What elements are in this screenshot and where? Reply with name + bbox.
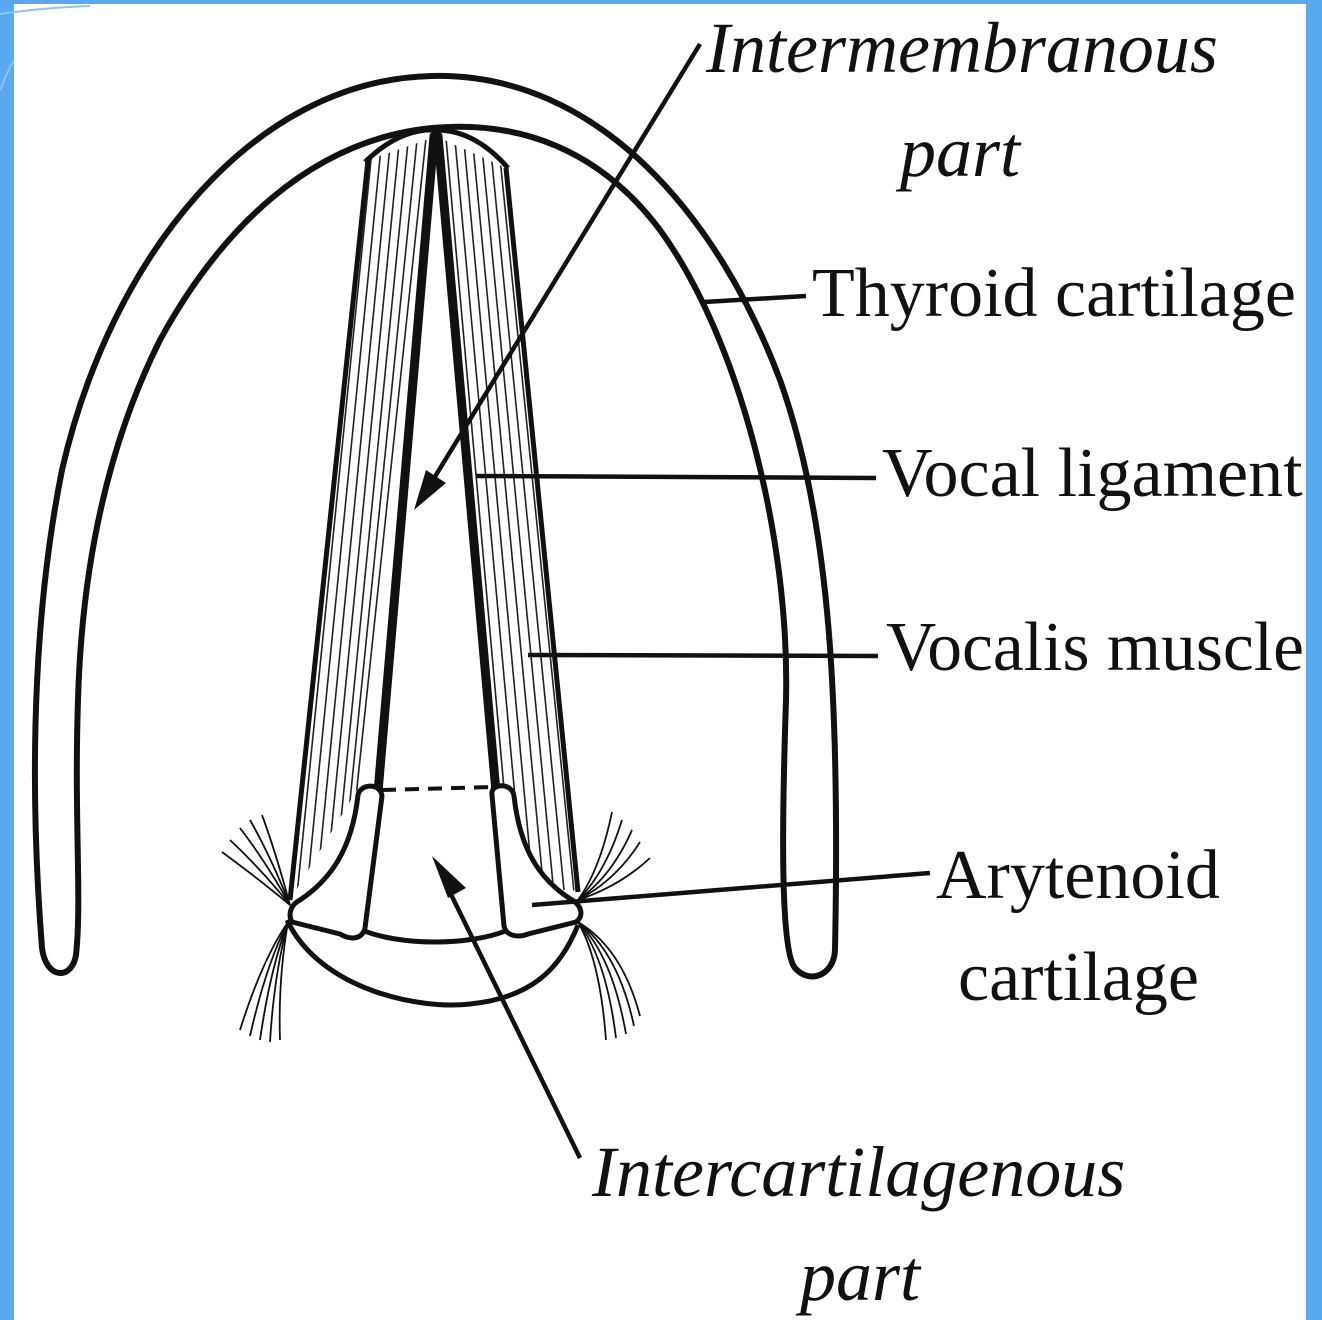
thyroid-cartilage-label: Thyroid cartilage (812, 255, 1296, 332)
right-posterior-fibers (578, 812, 650, 1040)
right-muscle-outline (506, 168, 578, 892)
intercartilagenous-arrowhead (432, 856, 466, 898)
intercartilagenous-label-line2: part (795, 1236, 922, 1316)
left-vocal-ligament (378, 136, 434, 792)
thyroid-cartilage-shape (35, 76, 836, 977)
intercartilagenous-label-line1: Intercartilagenous (591, 1132, 1125, 1212)
vocal-ligament-leader (476, 476, 876, 478)
left-posterior-fibers (222, 815, 290, 1042)
right-vocalis-muscle (446, 138, 574, 892)
arytenoid-base-line (362, 930, 508, 942)
left-arytenoid-cartilage (290, 786, 382, 938)
intermembranous-arrowhead (414, 470, 446, 510)
vocalis-muscle-leader (528, 655, 878, 656)
intermembranous-label-line2: part (895, 112, 1022, 192)
arytenoid-label-line1: Arytenoid (936, 837, 1220, 914)
arytenoid-label-line2: cartilage (958, 939, 1199, 1016)
right-vocal-ligament (438, 136, 496, 792)
glottis-divider-dashed (382, 787, 492, 790)
vocal-ligament-label: Vocal ligament (882, 435, 1303, 512)
intermembranous-label-line1: Intermembranous (705, 8, 1218, 88)
vocalis-muscle-label: Vocalis muscle (886, 609, 1304, 686)
